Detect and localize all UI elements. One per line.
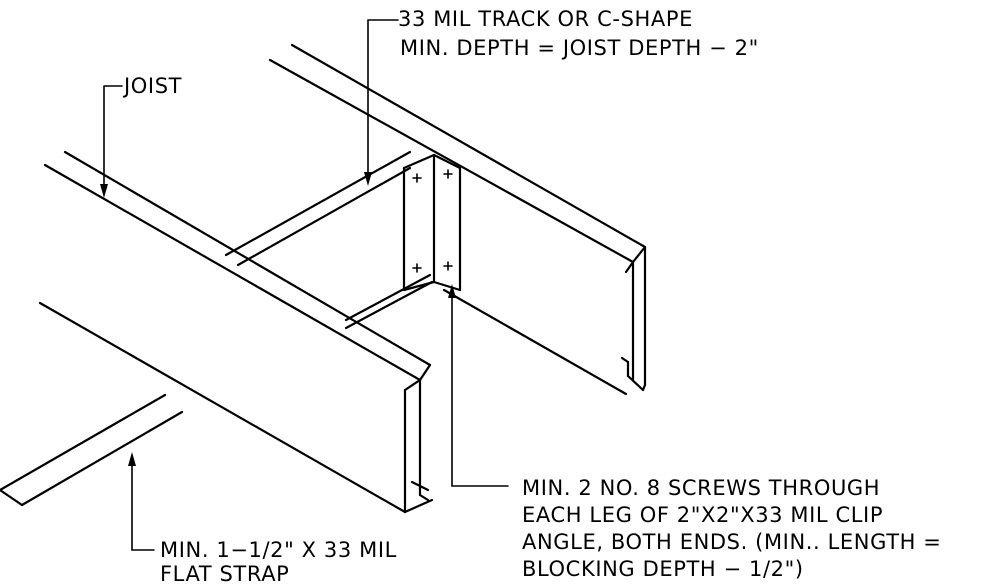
leader-track — [364, 19, 399, 186]
leader-strap — [128, 452, 155, 551]
joist-label: JOIST — [122, 74, 182, 98]
screws-label-line4: BLOCKING DEPTH − 1/2") — [522, 557, 804, 581]
back-joist — [268, 43, 647, 396]
track-label-line1: 33 MIL TRACK OR C-SHAPE — [398, 7, 693, 31]
screws-label-line3: ANGLE, BOTH ENDS. (MIN.. LENGTH = — [522, 530, 942, 554]
screw-icons — [412, 169, 453, 273]
screws-label-line1: MIN. 2 NO. 8 SCREWS THROUGH — [522, 476, 880, 500]
front-joist — [38, 150, 434, 514]
flat-strap — [0, 393, 184, 507]
clip-angle — [402, 153, 462, 292]
strap-label-line2: FLAT STRAP — [160, 562, 289, 584]
blocking-member — [224, 150, 434, 330]
track-label-line2: MIN. DEPTH = JOIST DEPTH − 2" — [400, 36, 759, 60]
screws-label-line2: EACH LEG OF 2"X2"X33 MIL CLIP — [522, 503, 883, 527]
leader-screws — [448, 284, 509, 487]
strap-label-line1: MIN. 1−1/2" X 33 MIL — [160, 538, 397, 562]
leader-joist — [100, 85, 123, 198]
